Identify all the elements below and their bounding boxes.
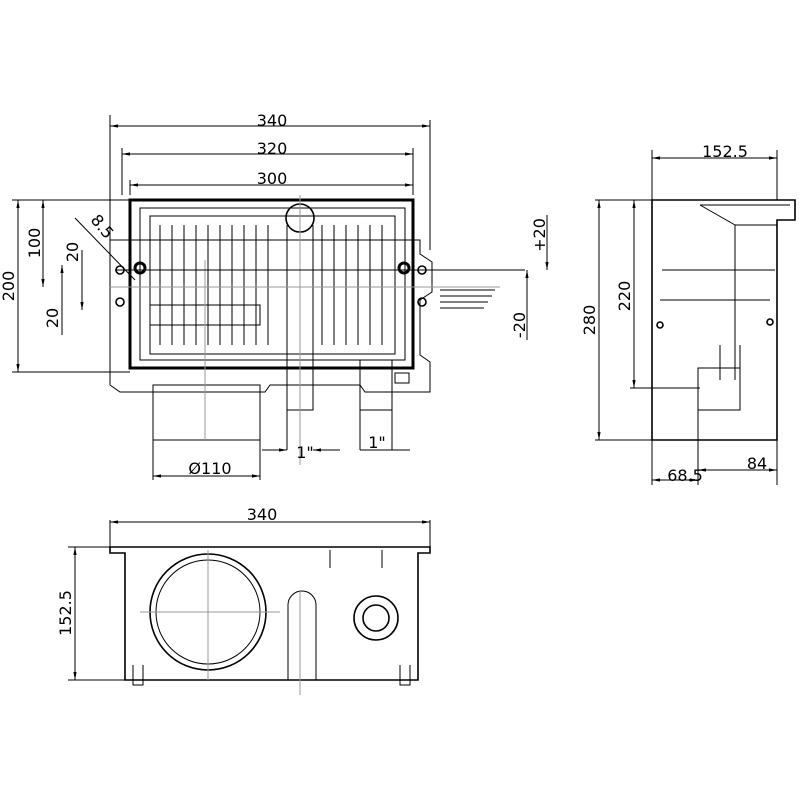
dim-20-down: 20 [43, 308, 62, 328]
dim-side-152-5: 152.5 [702, 142, 748, 161]
front-view: 340 320 300 200 100 20 20 8.5 +20 -20 Ø1… [0, 111, 549, 480]
side-view: 152.5 220 280 68.5 84 [580, 142, 796, 485]
fitting [353, 595, 399, 641]
top-view: 340 152.5 [56, 505, 431, 695]
dim-300: 300 [257, 169, 288, 188]
dim-top-340: 340 [247, 505, 278, 524]
dim-8-5: 8.5 [87, 211, 118, 243]
dim-320: 320 [257, 139, 288, 158]
dim-220: 220 [615, 281, 634, 312]
right-outlet [359, 359, 393, 411]
dim-plus-20: +20 [530, 218, 549, 252]
dim-minus-20: -20 [510, 312, 529, 338]
dim-20-up: 20 [63, 242, 82, 262]
dim-280: 280 [580, 305, 599, 336]
dim-100: 100 [25, 228, 44, 259]
dim-thread-right: 1" [368, 433, 386, 452]
dim-200: 200 [0, 271, 18, 302]
dim-top-152-5: 152.5 [56, 590, 75, 636]
dim-dia-110: Ø110 [188, 459, 231, 478]
grate-frame [128, 198, 415, 370]
grate-slots [159, 225, 383, 345]
dim-68-5: 68.5 [667, 466, 703, 485]
top-body [109, 546, 431, 681]
outlet-110 [152, 384, 261, 441]
outer-frame [109, 115, 433, 393]
dim-84: 84 [747, 454, 767, 473]
dim-thread-left: 1" [296, 443, 314, 462]
grate [149, 215, 396, 355]
dim-340: 340 [257, 111, 288, 130]
side-body [651, 199, 796, 441]
